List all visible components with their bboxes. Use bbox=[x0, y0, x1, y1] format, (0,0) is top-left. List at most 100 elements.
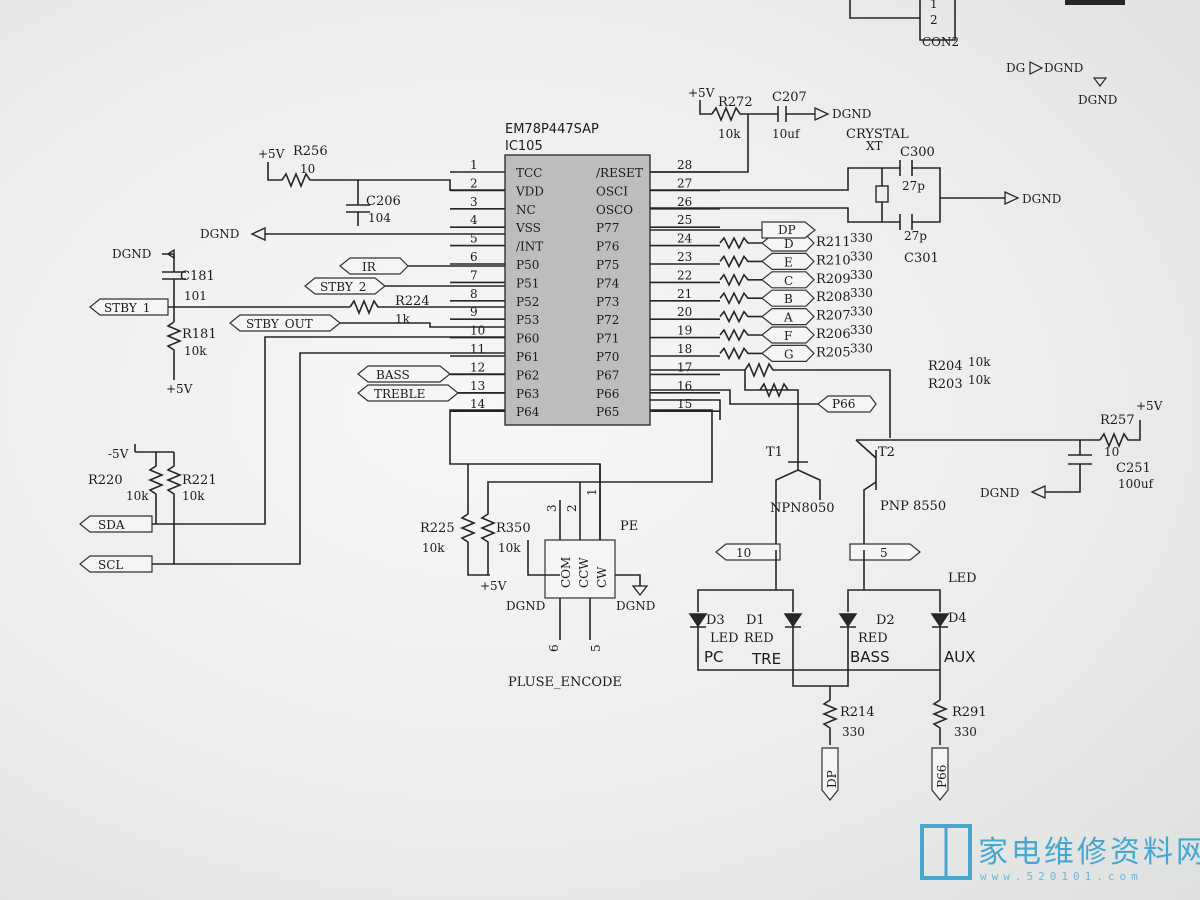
ic-pin-name: P67 bbox=[596, 368, 619, 382]
resistor-r272 bbox=[711, 105, 778, 123]
led-group bbox=[688, 613, 950, 628]
r214-ref: R214 bbox=[840, 705, 875, 720]
ground-arrow-icon bbox=[1029, 61, 1044, 75]
stby-out-label: STBY_OUT bbox=[246, 317, 313, 331]
wire bbox=[650, 389, 818, 405]
dgnd-label: DGND bbox=[200, 227, 239, 241]
p66-net-label: P66 bbox=[832, 397, 855, 411]
t2-type: PNP 8550 bbox=[880, 499, 946, 514]
wire bbox=[527, 464, 601, 576]
watermark: 家电维修资料网 www.520101.com bbox=[920, 824, 1200, 883]
c181-ref: C181 bbox=[180, 269, 215, 284]
r272-ref: R272 bbox=[718, 95, 753, 110]
d4-ref: D4 bbox=[948, 611, 967, 626]
resistor-r257 bbox=[1099, 420, 1141, 449]
encoder-pin-num: 2 bbox=[565, 504, 579, 512]
d1-name: TRE bbox=[751, 650, 781, 668]
ground-arrow-icon bbox=[1030, 484, 1046, 500]
net-tag-10 bbox=[715, 543, 781, 561]
resistor-r181 bbox=[165, 321, 183, 380]
net-tag-segment bbox=[761, 271, 815, 289]
power-label: +5V bbox=[258, 147, 285, 161]
segment-resistor-value: 330 bbox=[850, 305, 873, 319]
ic-pin-number: 13 bbox=[470, 379, 485, 393]
bass-label: BASS bbox=[376, 368, 410, 382]
r291-value: 330 bbox=[954, 725, 977, 739]
ic-pin-number: 8 bbox=[470, 287, 478, 301]
c207-ref: C207 bbox=[772, 90, 807, 105]
resistor-r211 bbox=[719, 236, 762, 250]
con2-ref: CON2 bbox=[922, 35, 959, 49]
segment-net-label: D bbox=[784, 237, 794, 251]
ic-pin-number: 9 bbox=[470, 305, 478, 319]
dp-net-label: DP bbox=[778, 223, 796, 237]
ic-pin-number: 24 bbox=[677, 232, 693, 246]
wire-sda bbox=[152, 336, 505, 525]
segment-resistor-value: 330 bbox=[850, 268, 873, 282]
wire bbox=[650, 399, 721, 420]
connector-con2 bbox=[849, 0, 956, 41]
r203-value: 10k bbox=[968, 373, 991, 387]
resistor-r221 bbox=[165, 452, 183, 564]
c300-ref: C300 bbox=[900, 145, 935, 160]
r221-value: 10k bbox=[182, 489, 205, 503]
ground-icon bbox=[631, 585, 649, 597]
d3-ref: D3 bbox=[706, 613, 725, 628]
ic-ref-label: IC105 bbox=[505, 139, 543, 154]
net-tag-segment bbox=[761, 289, 815, 307]
segment-net-label: A bbox=[783, 311, 793, 325]
segment-resistor-value: 330 bbox=[850, 341, 873, 355]
ic-pin-number: 11 bbox=[470, 342, 485, 356]
ground-arrow-icon bbox=[1004, 190, 1020, 206]
segment-net-label: B bbox=[784, 292, 793, 306]
ic-pin-number: 12 bbox=[470, 360, 485, 374]
ic-pin-number: 27 bbox=[677, 176, 692, 190]
treble-label: TREBLE bbox=[374, 387, 425, 401]
ic-pin-name: P65 bbox=[596, 405, 619, 419]
wire-scl bbox=[152, 352, 505, 565]
ic-pin-name: P52 bbox=[516, 295, 539, 309]
c300-value: 27p bbox=[902, 179, 925, 193]
dgnd-label: DGND bbox=[1044, 61, 1083, 75]
r257-ref: R257 bbox=[1100, 413, 1135, 428]
scl-label: SCL bbox=[98, 558, 123, 572]
ic-pin-number: 1 bbox=[470, 158, 478, 172]
d1-ref: D1 bbox=[746, 613, 765, 628]
ic-pin-name: P74 bbox=[596, 276, 620, 290]
segment-resistor-ref: R207 bbox=[816, 309, 851, 324]
ir-label: IR bbox=[362, 260, 377, 274]
resistor-r225 bbox=[459, 464, 490, 576]
r350-ref: R350 bbox=[496, 521, 531, 536]
c207-value: 10uf bbox=[772, 127, 801, 141]
power-label: +5V bbox=[480, 579, 507, 593]
dgnd-label: DGND bbox=[506, 599, 545, 613]
dg-label: DG bbox=[1006, 61, 1025, 75]
led-d2-icon bbox=[838, 613, 858, 628]
r291-ref: R291 bbox=[952, 705, 987, 720]
net-tag-segment bbox=[761, 252, 815, 270]
r256-ref: R256 bbox=[293, 144, 328, 159]
c301-ref: C301 bbox=[904, 251, 939, 266]
wire bbox=[650, 114, 749, 173]
ic-pin-name: P60 bbox=[516, 332, 539, 346]
ic-pin-name: OSCO bbox=[596, 203, 633, 217]
ic-pin-name: NC bbox=[516, 203, 536, 217]
segment-resistor-value: 330 bbox=[850, 249, 873, 263]
wire bbox=[559, 598, 591, 640]
wire bbox=[699, 100, 712, 115]
encoder-pin-com: COM bbox=[559, 557, 573, 588]
tag10-label: 10 bbox=[736, 546, 751, 560]
ic-pin-name: P63 bbox=[516, 387, 539, 401]
ic-pin-number: 26 bbox=[677, 195, 692, 209]
watermark-text: 家电维修资料网 bbox=[978, 835, 1200, 870]
r203-ref: R203 bbox=[928, 377, 963, 392]
ic-pin-name: P75 bbox=[596, 258, 619, 272]
ic-pin-number: 28 bbox=[677, 158, 692, 172]
con2-pin2: 2 bbox=[930, 13, 938, 27]
encoder-body bbox=[544, 539, 616, 599]
net-tag-segment bbox=[761, 344, 815, 362]
con2-pin1: 1 bbox=[930, 0, 938, 11]
dgnd-label: DGND bbox=[980, 486, 1019, 500]
net-tag-p66 bbox=[817, 395, 877, 413]
